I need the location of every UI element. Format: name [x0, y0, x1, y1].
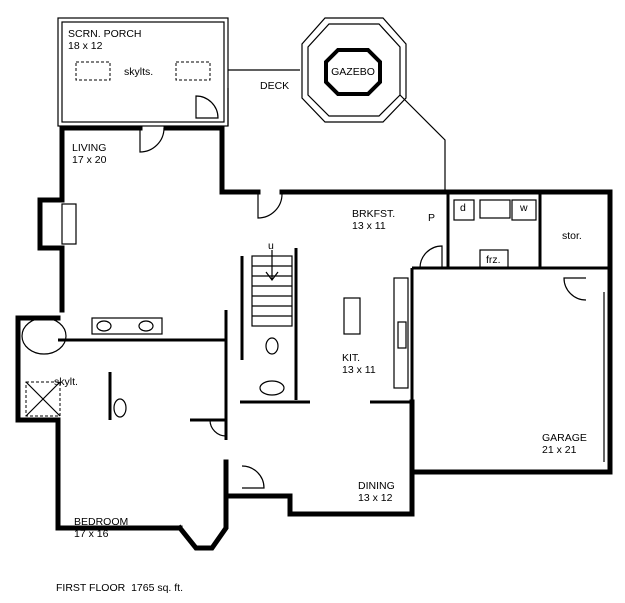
brkfst-door-icon [257, 192, 283, 219]
doors [139, 127, 587, 489]
fireplace [37, 197, 77, 251]
deck [227, 69, 446, 192]
label-garage: GARAGE [542, 432, 587, 444]
label-freezer: frz. [486, 254, 501, 266]
label-bath-skylight: skylt. [54, 376, 78, 388]
storage-door-icon [563, 277, 587, 301]
laundry [453, 199, 537, 269]
washer-icon [511, 199, 537, 221]
label-skylights: skylts. [124, 66, 154, 78]
powder-room [259, 337, 285, 396]
stair [251, 250, 293, 327]
range-icon [397, 321, 407, 349]
label-deck: DECK [260, 80, 290, 92]
label-dryer: d [460, 202, 466, 214]
kitchen-fixtures [343, 277, 409, 389]
tub-icon [21, 317, 67, 355]
label-brkfst-size: 13 x 11 [352, 220, 386, 232]
bedroom-door-icon [209, 419, 227, 437]
gazebo-structure [301, 17, 407, 123]
screened-porch [57, 17, 229, 127]
label-kitchen: KIT. [342, 352, 361, 364]
label-dining-size: 13 x 12 [358, 492, 393, 504]
living-door-icon [139, 127, 165, 153]
label-dining: DINING [358, 480, 395, 492]
stair-up-arrow-icon [265, 250, 279, 281]
powder-sink-icon [259, 380, 285, 396]
toilet-icon [113, 398, 127, 418]
label-storage: stor. [562, 230, 582, 242]
label-bedroom: BEDROOM [74, 516, 129, 528]
master-bath [21, 317, 163, 418]
label-living-size: 17 x 20 [72, 154, 107, 166]
label-gazebo: GAZEBO [331, 66, 375, 78]
powder-toilet-icon [265, 337, 279, 355]
exterior-walls [15, 125, 613, 551]
garage-door-icon [419, 245, 443, 269]
laundry-sink-icon [479, 199, 511, 219]
entry-door-icon [241, 465, 265, 489]
label-living: LIVING [72, 142, 107, 154]
label-bedroom-size: 17 x 16 [74, 528, 109, 540]
freezer-icon [479, 249, 509, 269]
dryer-icon [453, 199, 475, 221]
label-scrn-porch-size: 18 x 12 [68, 40, 103, 52]
kitchen-island-icon [343, 297, 361, 335]
label-garage-size: 21 x 21 [542, 444, 577, 456]
floor-caption: FIRST FLOOR 1765 sq. ft. [56, 582, 184, 594]
label-scrn-porch: SCRN. PORCH [68, 28, 142, 40]
interior-walls [58, 192, 610, 440]
label-brkfst: BRKFST. [352, 208, 396, 220]
porch-door-icon [195, 95, 219, 119]
label-pantry: P [428, 212, 436, 224]
skylight-left-icon [75, 61, 111, 81]
label-stair-up: u [268, 240, 274, 252]
skylight-right-icon [175, 61, 211, 81]
vanity-icon [91, 317, 163, 335]
label-washer: w [520, 202, 528, 214]
label-kitchen-size: 13 x 11 [342, 364, 376, 376]
skylight-bath-icon [25, 381, 61, 417]
